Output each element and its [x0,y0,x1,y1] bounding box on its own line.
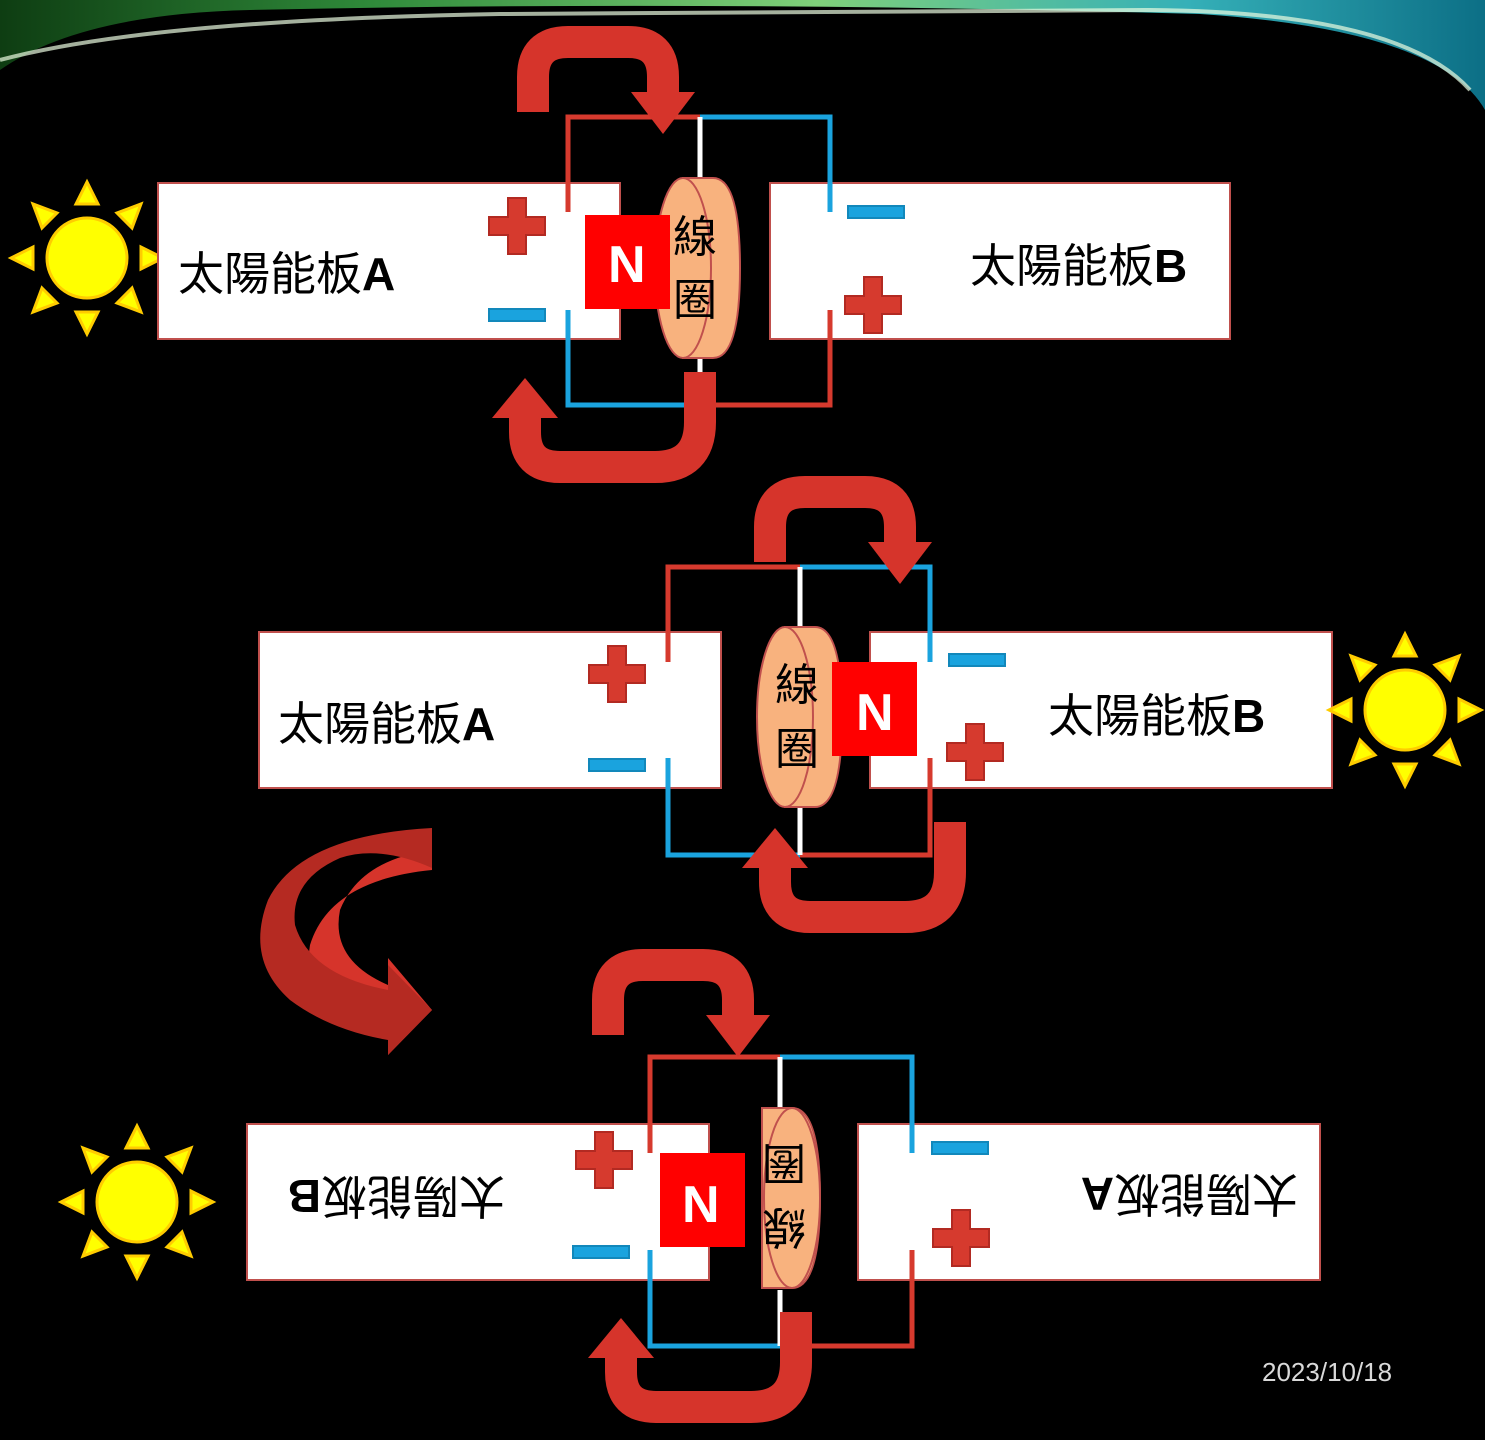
magnet-icon: N [660,1153,745,1247]
curved-arrow-icon [608,965,770,1057]
coil-char-2: 圈 [775,724,819,775]
minus-icon [948,653,1006,667]
sun-icon [1327,632,1483,788]
coil-char-1: 線 [673,212,717,263]
top-decorative-band [0,0,1485,110]
coil-icon: 線 圈 [654,177,742,359]
minus-icon [588,758,646,772]
minus-icon [847,205,905,219]
panel-a-label-flipped: 太陽能板A [1081,1167,1298,1221]
coil-icon: 線 圈 [756,626,844,808]
coil-char-1-flipped: 線 [762,1201,806,1252]
svg-text:N: N [682,1176,720,1234]
svg-text:N: N [856,684,894,742]
scene-3: 太陽能板B 太陽能板A 圈 線 N [59,965,1321,1407]
coil-icon: 圈 線 [761,1107,822,1289]
panel-a-label: 太陽能板A [178,247,395,301]
curved-arrow-icon [588,1312,796,1407]
magnet-icon: N [585,215,670,309]
svg-text:N: N [608,236,646,294]
coil-char-1: 線 [775,660,819,711]
curved-arrow-icon [533,42,695,134]
cropped-slide-text-1 [0,460,5,500]
scene-1: 太陽能板A 太陽能板B 線 圈 N [9,42,1231,467]
sun-icon [9,180,165,336]
scene-2: 太陽能板A 太陽能板B 線 圈 N [258,492,1483,917]
minus-icon [488,308,546,322]
panel-b-label: 太陽能板B [970,239,1187,293]
panel-b-label-flipped: 太陽能板B [288,1169,505,1223]
coil-char-2-flipped: 圈 [762,1137,806,1188]
curved-arrow-icon [742,822,950,917]
magnet-icon: N [832,662,917,756]
minus-icon [572,1245,630,1259]
coil-char-2: 圈 [673,275,717,326]
rotation-arrow-icon [260,828,432,1055]
minus-icon [931,1141,989,1155]
panel-a-label: 太陽能板A [278,697,495,751]
curved-arrow-icon [492,372,700,467]
panel-b-label: 太陽能板B [1048,689,1265,743]
curved-arrow-icon [770,492,932,584]
sun-icon [59,1124,215,1280]
slide-date: 2023/10/18 [1262,1357,1393,1387]
